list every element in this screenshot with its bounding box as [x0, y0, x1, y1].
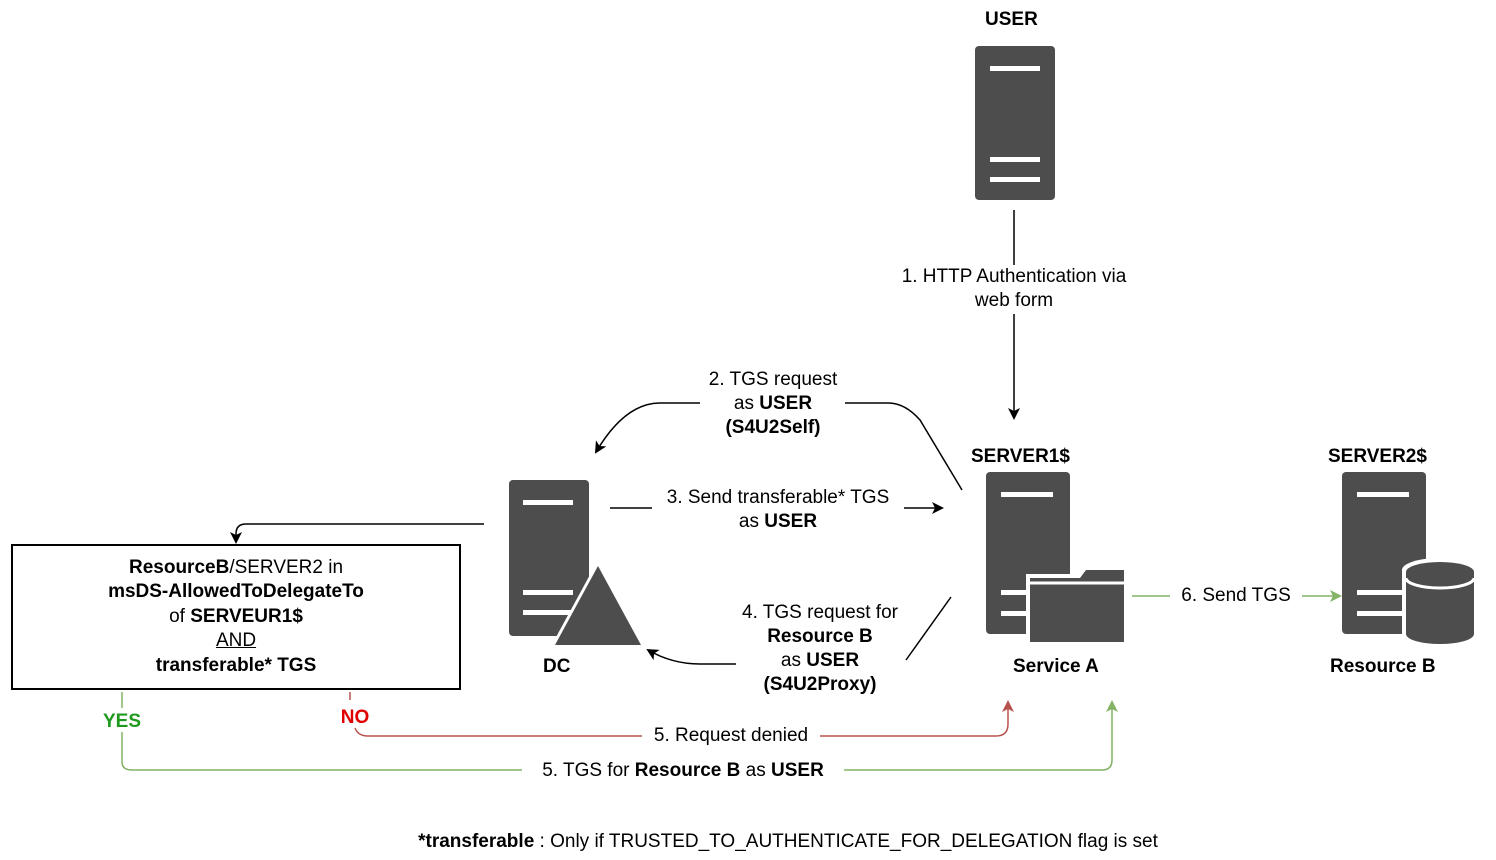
server2-caption: Resource B: [1330, 656, 1436, 677]
step3-line2: as USER: [738, 511, 818, 532]
server1-title: SERVER1$: [971, 446, 1070, 467]
folder-icon: [1030, 570, 1124, 642]
edge-step4: [648, 596, 952, 665]
step2-line3: (S4U2Self): [725, 417, 821, 438]
step4-line2: Resource B: [767, 626, 873, 647]
edge-step5-denied: [349, 692, 1008, 737]
step1-line2: web form: [974, 290, 1054, 311]
condition-line4: AND: [215, 630, 257, 652]
step5-granted-label: 5. TGS for Resource B as USER: [522, 759, 844, 783]
step4-line4: (S4U2Proxy): [763, 674, 877, 695]
step1-label: 1. HTTP Authentication via web form: [886, 265, 1142, 313]
step4-line1: 4. TGS request for: [742, 602, 898, 623]
step6-label: 6. Send TGS: [1170, 584, 1302, 608]
user-server-icon: [975, 46, 1055, 200]
edge-dc-to-decision: [230, 523, 484, 544]
server2-title: SERVER2$: [1328, 446, 1427, 467]
condition-line3: of SERVEUR1$: [169, 605, 303, 627]
step3-line1: 3. Send transferable* TGS: [666, 487, 890, 508]
user-title: USER: [985, 9, 1038, 30]
warning-triangle-icon: [555, 566, 641, 645]
step4-label: 4. TGS request for Resource B as USER (S…: [730, 601, 910, 697]
condition-line1: ResourceB/SERVER2 in: [128, 556, 344, 578]
step1-line1: 1. HTTP Authentication via: [901, 266, 1127, 287]
delegation-condition-box: ResourceB/SERVER2 in msDS-AllowedToDeleg…: [11, 544, 461, 690]
server1-server-icon: [986, 472, 1128, 646]
step3-label: 3. Send transferable* TGS as USER: [652, 486, 904, 534]
edge-step2: [596, 402, 963, 491]
step2-line2: as USER: [733, 393, 813, 414]
step4-line3: as USER: [780, 650, 860, 671]
step2-label: 2. TGS request as USER (S4U2Self): [698, 368, 848, 440]
yes-branch-label: YES: [102, 711, 142, 732]
dc-title: DC: [543, 656, 571, 677]
footnote: *transferable : Only if TRUSTED_TO_AUTHE…: [418, 831, 1158, 852]
condition-line2: msDS-AllowedToDelegateTo: [108, 581, 364, 603]
server1-caption: Service A: [1013, 656, 1099, 677]
server2-server-icon: [1342, 472, 1478, 648]
dc-server-icon: [509, 480, 647, 650]
no-branch-label: NO: [340, 707, 370, 728]
database-icon: [1402, 558, 1478, 648]
condition-line5: transferable* TGS: [155, 654, 317, 676]
step2-line1: 2. TGS request: [708, 369, 838, 390]
step5-denied-label: 5. Request denied: [642, 724, 820, 748]
